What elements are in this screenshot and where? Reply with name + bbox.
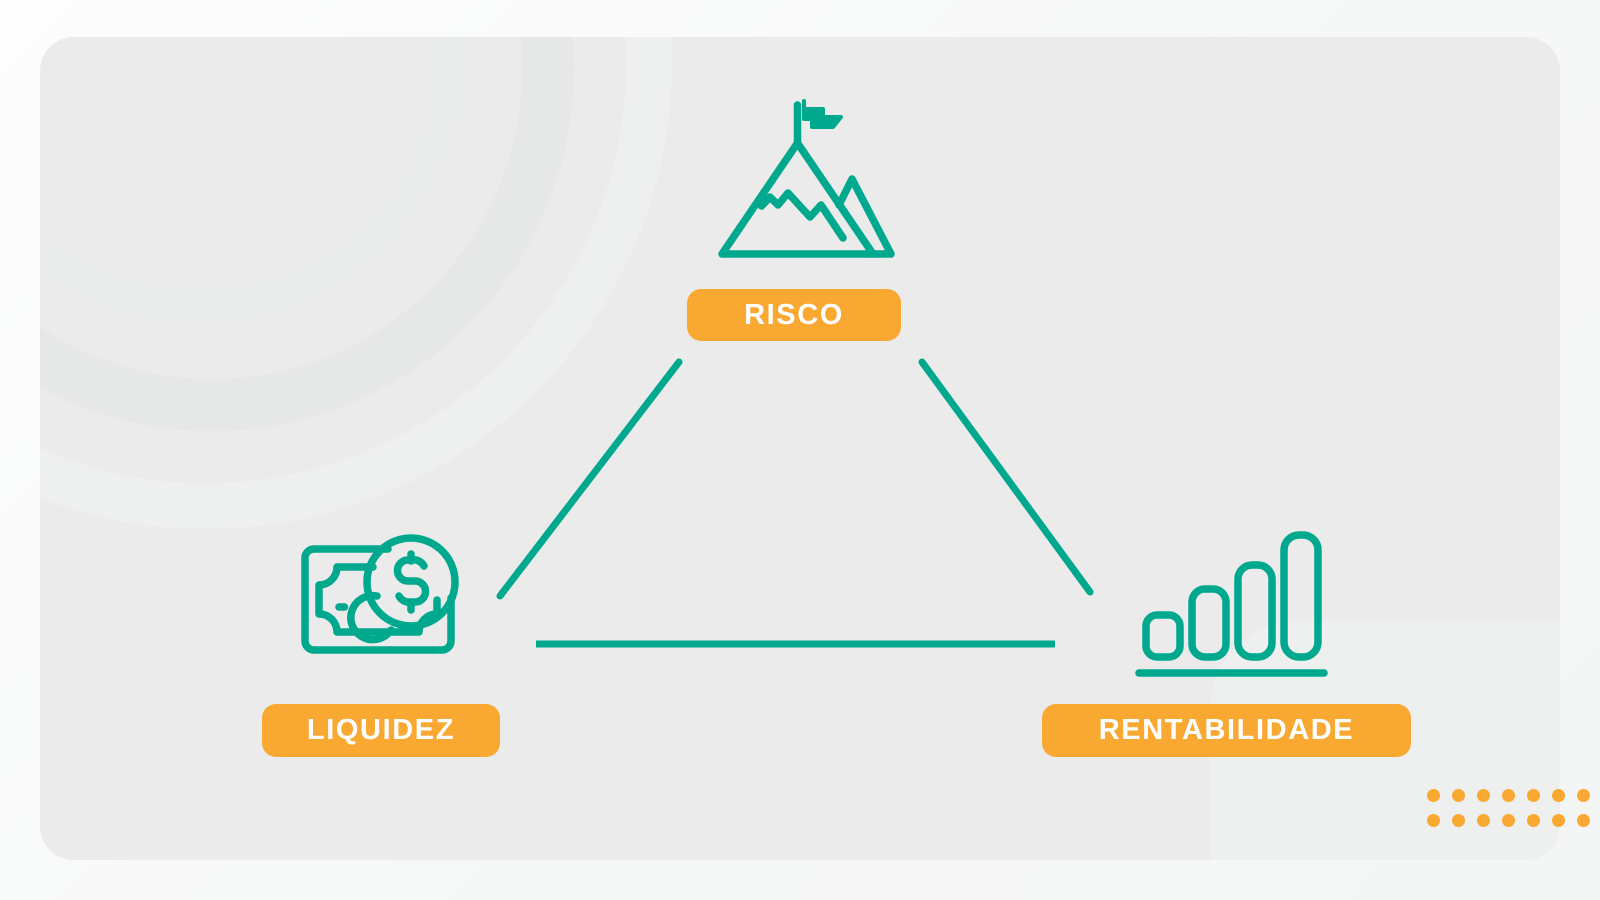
decorative-dot [1502, 814, 1515, 827]
decorative-dot [1427, 789, 1440, 802]
decorative-dot [1552, 814, 1565, 827]
decorative-dot [1527, 789, 1540, 802]
decorative-dot [1552, 789, 1565, 802]
decorative-dot [1452, 814, 1465, 827]
bar-1 [1142, 611, 1184, 661]
decorative-ring-outer [40, 37, 672, 529]
decorative-ring-inner [40, 37, 470, 327]
decorative-dot [1577, 814, 1590, 827]
decorative-dot [1527, 814, 1540, 827]
decorative-dot [1452, 789, 1465, 802]
node-label-liquidez[interactable]: LIQUIDEZ [262, 704, 500, 757]
decorative-dot [1427, 814, 1440, 827]
money-dollar-icon [296, 530, 468, 670]
node-label-rentabilidade[interactable]: RENTABILIDADE [1042, 704, 1411, 757]
bar-4 [1280, 531, 1322, 661]
decorative-dot [1502, 789, 1515, 802]
decorative-dot [1477, 814, 1490, 827]
bar-3 [1234, 561, 1276, 661]
bar-chart-growth-icon [1134, 525, 1334, 685]
node-label-risco[interactable]: RISCO [687, 289, 901, 341]
decorative-ring-middle [40, 37, 574, 431]
decorative-dot [1477, 789, 1490, 802]
node-label-risco-text: RISCO [744, 298, 844, 331]
bar-2 [1188, 585, 1230, 661]
decorative-dot [1577, 789, 1590, 802]
decorative-dot-grid [1427, 789, 1600, 833]
node-label-rentabilidade-text: RENTABILIDADE [1098, 714, 1355, 746]
node-label-liquidez-text: LIQUIDEZ [306, 714, 456, 746]
mountain-flag-icon [705, 95, 895, 270]
